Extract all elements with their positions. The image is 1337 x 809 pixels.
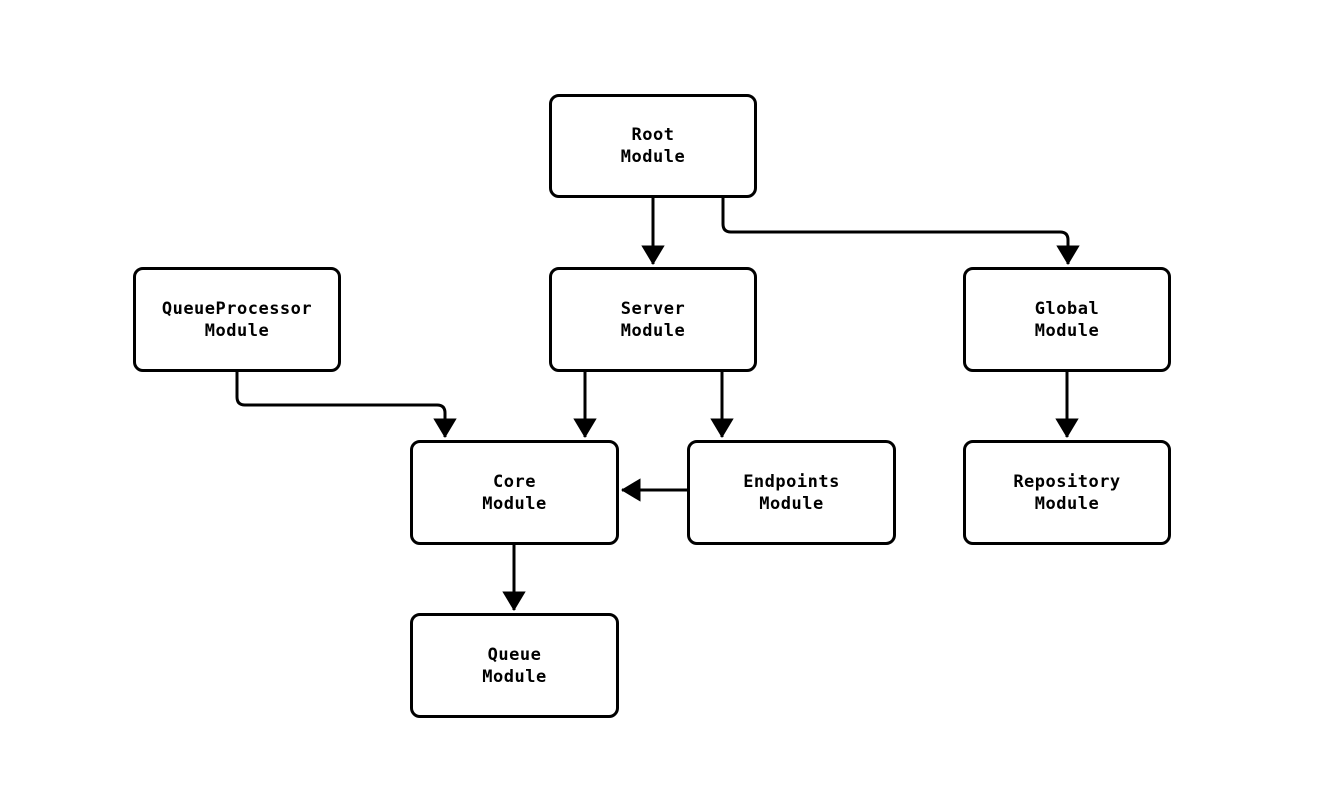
node-repository-module: Repository Module [963,440,1171,545]
edge-queueprocessor-to-core [235,372,457,438]
node-label-global: Global Module [1034,298,1100,341]
node-endpoints-module: Endpoints Module [687,440,896,545]
node-server-module: Server Module [549,267,757,372]
node-label-queue: Queue Module [482,644,547,687]
node-label-queueprocessor: QueueProcessor Module [161,298,313,341]
edge-root-to-global [721,198,1080,265]
node-queueprocessor-module: QueueProcessor Module [133,267,341,372]
node-label-core: Core Module [482,471,547,514]
node-label-endpoints: Endpoints Module [743,471,840,514]
node-label-server: Server Module [620,298,686,341]
node-root-module: Root Module [549,94,757,198]
node-queue-module: Queue Module [410,613,619,718]
node-core-module: Core Module [410,440,619,545]
node-label-root: Root Module [620,125,686,167]
edge-group [235,198,1080,611]
node-label-repository: Repository Module [1013,471,1121,514]
node-global-module: Global Module [963,267,1171,372]
